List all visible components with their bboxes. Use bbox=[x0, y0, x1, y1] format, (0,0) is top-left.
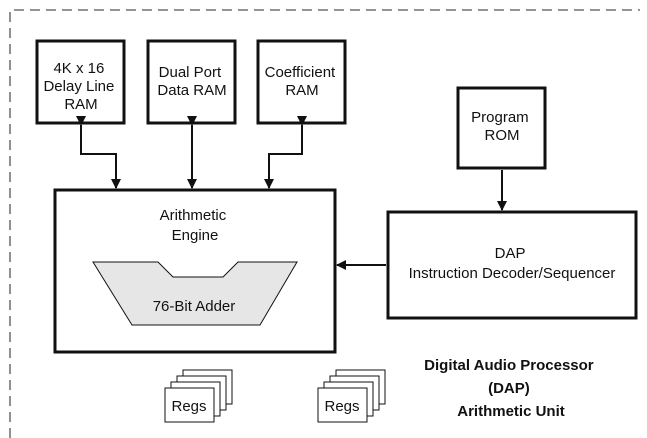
instruction-decoder-box bbox=[386, 210, 638, 320]
program-rom-box bbox=[456, 86, 547, 170]
delay-line-ram-label: 4K x 16 Delay Line RAM bbox=[43, 60, 118, 113]
coefficient-ram-label: Coefficient RAM bbox=[265, 64, 340, 99]
regs-stack-right: Regs bbox=[317, 369, 386, 423]
delay-ram-bus-arrow bbox=[76, 116, 121, 189]
coefficient-ram-bus-arrow bbox=[264, 116, 307, 189]
diagram-title: Digital Audio Processor (DAP) Arithmetic… bbox=[424, 357, 598, 420]
instruction-decoder-label: DAP Instruction Decoder/Sequencer bbox=[409, 245, 616, 282]
dashed-boundary bbox=[9, 9, 640, 438]
adder-label: 76-Bit Adder bbox=[153, 298, 236, 315]
dual-port-data-ram-label: Dual Port Data RAM bbox=[157, 64, 226, 99]
program-rom-label: Program ROM bbox=[471, 109, 533, 144]
regs-left-label: Regs bbox=[171, 398, 206, 415]
regs-right-label: Regs bbox=[324, 398, 359, 415]
arithmetic-engine-label: Arithmetic Engine bbox=[160, 207, 231, 244]
regs-stack-left: Regs bbox=[164, 369, 233, 423]
adder-shape bbox=[92, 261, 298, 326]
